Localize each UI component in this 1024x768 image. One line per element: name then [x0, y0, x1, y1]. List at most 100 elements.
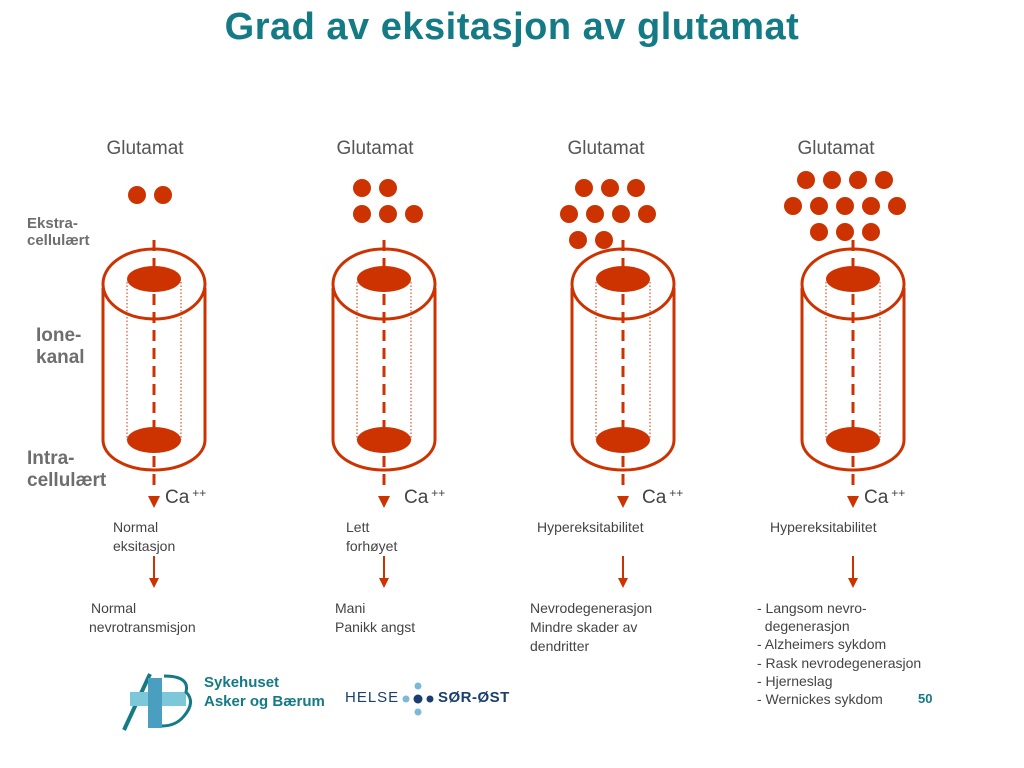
glutamate-molecule [128, 186, 146, 204]
glutamate-label-4: Glutamat [797, 138, 875, 159]
effect-line: Hypereksitabilitet [537, 519, 644, 535]
glutamate-label-1: Glutamat [106, 138, 184, 159]
calcium-charge: ++ [891, 486, 906, 500]
ion-channel-4 [800, 240, 906, 588]
downstream-arrowhead [149, 578, 159, 588]
intracellular-label: Intra- cellulært [27, 448, 106, 492]
effect-text-3: Hypereksitabilitet [537, 518, 644, 537]
glutamate-molecule [888, 197, 906, 215]
glutamate-molecule [784, 197, 802, 215]
glutamate-molecule [154, 186, 172, 204]
outcome-text-2: Mani Panikk angst [335, 599, 415, 637]
logo-b-shape [161, 674, 192, 728]
calcium-charge: ++ [192, 486, 207, 500]
channel-body [800, 288, 906, 472]
calcium-influx-arrow [378, 496, 390, 508]
outcome-line: - Rask nevrodegenerasjon [757, 654, 922, 671]
hospital-logo: Sykehuset Asker og Bærum [120, 668, 330, 734]
effect-line: forhøyet [346, 537, 398, 554]
glutamate-molecule [823, 171, 841, 189]
glutamate-molecule [836, 197, 854, 215]
downstream-arrowhead [618, 578, 628, 588]
glutamate-molecule [405, 205, 423, 223]
hospital-logo-text: Sykehuset Asker og Bærum [204, 674, 325, 712]
outcome-text-4: - Langsom nevro- degenerasjon - Alzheime… [757, 599, 921, 708]
intracellular-label-line: Intra- [27, 448, 75, 469]
channel-body [331, 288, 437, 472]
effect-line: Hypereksitabilitet [770, 519, 877, 535]
outcome-line: Panikk angst [335, 618, 416, 635]
downstream-arrowhead [379, 578, 389, 588]
extracellular-label-line: cellulært [27, 232, 90, 250]
calcium-influx-arrow [847, 496, 859, 508]
glutamate-molecule [612, 205, 630, 223]
glutamate-molecule [627, 179, 645, 197]
extracellular-label-line: Ekstra- [27, 215, 78, 232]
calcium-symbol: Ca [404, 487, 429, 508]
effect-line: Lett [346, 519, 370, 535]
glutamate-molecule [810, 223, 828, 241]
logo-cross-post [148, 678, 162, 728]
glutamate-molecule [849, 171, 867, 189]
calcium-symbol: Ca [642, 487, 667, 508]
calcium-label-1: Ca++ [165, 486, 206, 509]
logo-dot [414, 682, 422, 690]
outcome-line: dendritter [530, 637, 590, 654]
ion-channel-1 [101, 240, 207, 588]
outcome-line: - Wernickes sykdom [757, 690, 883, 707]
glutamate-molecule [595, 231, 613, 249]
channel-body [570, 288, 676, 472]
effect-line: Normal [113, 519, 159, 535]
hospital-name-line: Sykehuset [204, 674, 280, 691]
calcium-charge: ++ [431, 486, 446, 500]
outcome-line: Nevrodegenerasjon [530, 600, 653, 616]
glutamate-molecule [353, 205, 371, 223]
glutamate-molecule [862, 223, 880, 241]
glutamate-label-3: Glutamat [567, 138, 645, 159]
glutamate-label-2: Glutamat [336, 138, 414, 159]
helse-text: HELSE [345, 689, 400, 706]
glutamate-molecule [638, 205, 656, 223]
outcome-text-3: Nevrodegenerasjon Mindre skader av dendr… [530, 599, 652, 656]
effect-text-4: Hypereksitabilitet [770, 518, 877, 537]
ion-channel-2 [331, 240, 437, 588]
glutamate-molecule [836, 223, 854, 241]
outcome-line: Normal [91, 600, 137, 616]
calcium-label-4: Ca++ [864, 486, 905, 509]
logo-dot [426, 695, 434, 703]
ion-channel-label-line: kanal [36, 346, 85, 368]
glutamate-molecule [810, 197, 828, 215]
glutamate-molecule [862, 197, 880, 215]
calcium-label-2: Ca++ [404, 486, 445, 509]
glutamate-molecule [560, 205, 578, 223]
glutamate-molecule [797, 171, 815, 189]
calcium-symbol: Ca [165, 487, 190, 508]
outcome-line: - Alzheimers sykdom [757, 636, 887, 653]
outcome-line: Mani [335, 600, 366, 616]
outcome-line: - Langsom nevro- [757, 600, 867, 616]
hospital-logo-mark [122, 673, 192, 731]
ion-channel-label: Ione- kanal [36, 325, 85, 369]
glutamate-molecule [575, 179, 593, 197]
glutamate-molecule [586, 205, 604, 223]
ion-channel-label-line: Ione- [36, 325, 82, 346]
outcome-text-1: Normal nevrotransmisjon [89, 599, 196, 637]
glutamate-molecule [353, 179, 371, 197]
slide-title: Grad av eksitasjon av glutamat [224, 6, 800, 48]
calcium-influx-arrow [617, 496, 629, 508]
glutamate-molecule [601, 179, 619, 197]
helse-dots-icon [402, 682, 434, 716]
downstream-arrowhead [848, 578, 858, 588]
outcome-line: degenerasjon [757, 618, 850, 635]
logo-dot [402, 695, 410, 703]
glutamate-molecule [379, 179, 397, 197]
calcium-symbol: Ca [864, 487, 889, 508]
logo-dot [413, 694, 423, 704]
effect-text-1: Normal eksitasjon [113, 518, 175, 556]
glutamate-molecule [379, 205, 397, 223]
calcium-influx-arrow [148, 496, 160, 508]
hospital-name-line: Asker og Bærum [204, 692, 325, 710]
calcium-label-3: Ca++ [642, 486, 683, 509]
calcium-charge: ++ [669, 486, 684, 500]
